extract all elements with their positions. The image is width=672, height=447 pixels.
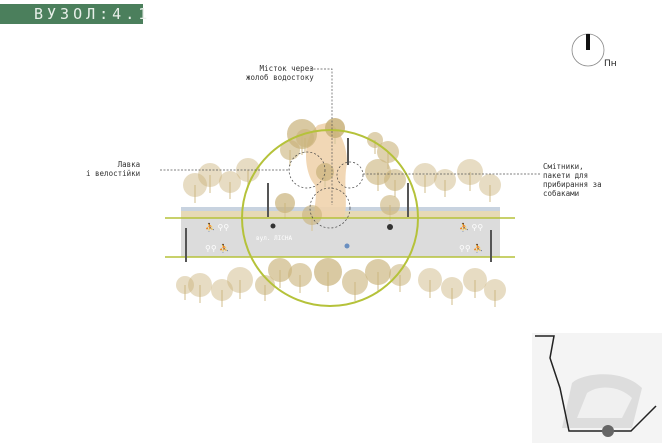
tree-canopy — [302, 205, 322, 225]
bike-lane-icon: ⚲⚲ ⛹ — [205, 243, 229, 253]
tree-canopy — [434, 169, 456, 191]
bike-lane-icon: ⛹ ⚲⚲ — [459, 222, 483, 232]
bridge-leader-line — [310, 68, 333, 205]
tree-canopy — [316, 163, 334, 181]
road — [181, 218, 500, 257]
north-arrow-icon — [586, 34, 590, 50]
tree-canopy — [275, 193, 295, 213]
tree-canopy — [457, 159, 483, 185]
pedestrian-icon — [387, 224, 393, 230]
tree-canopy — [479, 174, 501, 196]
tree-canopy — [268, 258, 292, 282]
tree-canopy — [380, 195, 400, 215]
minimap-lake — [577, 387, 632, 418]
bridge-callout-circle — [309, 187, 351, 229]
tree-canopy — [441, 277, 463, 299]
north-label: Пн — [604, 59, 617, 69]
minimap-location-marker — [602, 425, 614, 437]
bridge-annotation: Місток через жолоб водостоку — [246, 64, 314, 82]
street-name: вул. ЛІСНА — [256, 235, 293, 242]
location-minimap — [532, 333, 662, 443]
title-badge: ВУЗОЛ:4.1 — [0, 4, 147, 24]
focus-circle — [241, 129, 419, 307]
bike-lane-icon: ⚲⚲ ⛹ — [459, 243, 483, 253]
page-title: ВУЗОЛ:4.1 — [34, 5, 152, 23]
cyclist-icon — [270, 223, 276, 229]
tree-canopy — [463, 268, 487, 292]
minimap-route — [535, 335, 657, 432]
tree-canopy — [219, 171, 241, 193]
tree-canopy — [314, 258, 342, 286]
bench-annotation: Лавка і велостійки — [86, 160, 141, 178]
tree-canopy — [389, 264, 411, 286]
tree-canopy — [288, 263, 312, 287]
tree-canopy — [413, 163, 437, 187]
tree-canopy — [198, 163, 222, 187]
bench-callout-circle — [288, 151, 326, 189]
bins-callout-circle — [336, 161, 364, 189]
tree-canopy — [484, 279, 506, 301]
tree-canopy — [211, 279, 233, 301]
tree-canopy — [365, 259, 391, 285]
tree-canopy — [325, 118, 345, 138]
tree-canopy — [384, 169, 406, 191]
bins-annotation: Смітники, пакети для прибирання за собак… — [543, 162, 602, 198]
bike-lane-icon: ⛹ ⚲⚲ — [205, 222, 229, 232]
tree-canopy — [255, 275, 275, 295]
tree-canopy — [227, 267, 253, 293]
tree-canopy — [418, 268, 442, 292]
tree-canopy — [188, 273, 212, 297]
tree-canopy — [176, 276, 194, 294]
tree-canopy — [183, 173, 207, 197]
pedestrian-icon — [344, 243, 350, 249]
tree-canopy — [342, 269, 368, 295]
